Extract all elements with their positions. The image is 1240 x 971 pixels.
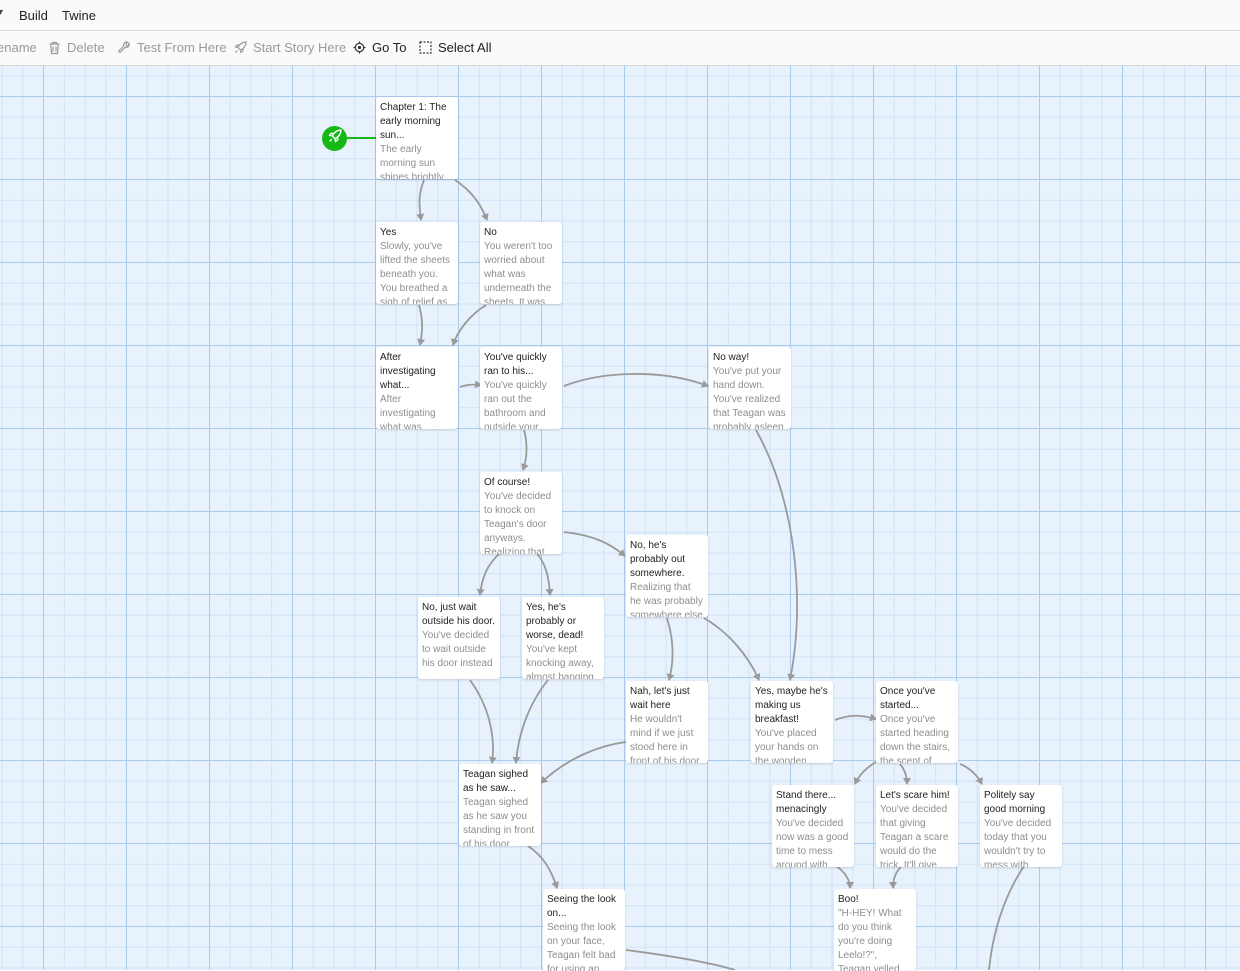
passage-card[interactable]: You've quickly ran to his... You've quic… [480, 347, 562, 429]
passage-excerpt: You've placed your hands on the wooden [755, 728, 819, 763]
menu-twine[interactable]: Twine [62, 8, 96, 23]
passage-card[interactable]: Once you've started... Once you've start… [876, 681, 958, 763]
test-from-here-button[interactable]: Test From Here [118, 40, 227, 55]
passage-excerpt: He wouldn't mind if we just stood here i… [630, 714, 700, 763]
passage-excerpt: You weren't too worried about what was u… [484, 241, 553, 304]
passage-card[interactable]: Boo! "H-HEY! What do you think you're do… [834, 889, 916, 971]
passage-title: Nah, let's just wait here [630, 686, 690, 711]
passage-card[interactable]: Seeing the look on... Seeing the look on… [543, 889, 625, 971]
passage-title: No, he's probably out somewhere. [630, 540, 686, 579]
passage-card[interactable]: No You weren't too worried about what wa… [480, 222, 562, 304]
passage-excerpt: You've decided to wait outside his door … [422, 630, 493, 669]
go-to-button[interactable]: Go To [353, 40, 406, 55]
passage-card[interactable]: Yes, he's probably or worse, dead! You'v… [522, 597, 604, 679]
passage-excerpt: The early morning sun shines brightly [380, 144, 444, 179]
passage-excerpt: Teagan sighed as he saw you standing in … [463, 797, 535, 846]
start-story-here-button[interactable]: Start Story Here [234, 40, 346, 55]
passage-card[interactable]: No, he's probably out somewhere. Realizi… [626, 535, 708, 617]
select-all-icon [419, 41, 432, 54]
passage-card[interactable]: No, just wait outside his door. You've d… [418, 597, 500, 679]
passage-card[interactable]: No way! You've put your hand down. You'v… [709, 347, 791, 429]
passage-card[interactable]: Chapter 1: The early morning sun... The … [376, 97, 458, 179]
passage-excerpt: You've kept knocking away, almost bangin… [526, 644, 594, 679]
start-story-badge [322, 126, 347, 151]
delete-label: Delete [67, 40, 105, 55]
passage-excerpt: You've put your hand down. You've realiz… [713, 366, 786, 429]
passage-title: No [484, 227, 497, 238]
passage-card[interactable]: Politely say good morning You've decided… [980, 785, 1062, 867]
passage-card[interactable]: Stand there... menacingly You've decided… [772, 785, 854, 867]
start-story-here-label: Start Story Here [253, 40, 347, 55]
passage-excerpt: You've decided today that you wouldn't t… [984, 818, 1052, 867]
menu-chevron-down-icon[interactable]: ▾ [0, 7, 4, 18]
top-menu-bar: ▾ Build Twine [0, 0, 1240, 31]
select-all-button[interactable]: Select All [419, 40, 491, 55]
rocket-icon [327, 129, 342, 148]
passage-title: Yes, maybe he's making us breakfast! [755, 686, 828, 725]
passage-title: You've quickly ran to his... [484, 352, 547, 377]
rename-label: ename [0, 40, 37, 55]
passage-title: Once you've started... [880, 686, 936, 711]
passage-card[interactable]: Nah, let's just wait here He wouldn't mi… [626, 681, 708, 763]
go-to-label: Go To [372, 40, 407, 55]
rename-button[interactable]: ename [0, 40, 37, 55]
passage-excerpt: You've quickly ran out the bathroom and … [484, 380, 547, 429]
delete-button[interactable]: Delete [48, 40, 105, 55]
passage-excerpt: Once you've started heading down the sta… [880, 714, 951, 763]
rocket-icon [234, 41, 247, 54]
passage-title: No way! [713, 352, 750, 363]
passage-card[interactable]: After investigating what... After invest… [376, 347, 458, 429]
passage-toolbar: ename Delete Test From Here Start Story … [0, 31, 1240, 66]
target-icon [353, 41, 366, 54]
passage-title: Yes [380, 227, 397, 238]
trash-icon [48, 41, 61, 55]
passage-title: Seeing the look on... [547, 894, 616, 919]
passage-title: Of course! [484, 477, 531, 488]
passage-card[interactable]: Of course! You've decided to knock on Te… [480, 472, 562, 554]
passage-title: Chapter 1: The early morning sun... [380, 102, 447, 141]
passage-card[interactable]: Yes Slowly, you've lifted the sheets ben… [376, 222, 458, 304]
passage-excerpt: Slowly, you've lifted the sheets beneath… [380, 241, 451, 304]
passage-excerpt: After investigating what was [380, 394, 436, 429]
passage-excerpt: You've decided to knock on Teagan's door… [484, 491, 552, 554]
passage-title: Teagan sighed as he saw... [463, 769, 529, 794]
passage-excerpt: You've decided now was a good time to me… [776, 818, 849, 867]
passage-title: Yes, he's probably or worse, dead! [526, 602, 584, 641]
select-all-label: Select All [438, 40, 492, 55]
passage-title: Politely say good morning [984, 790, 1046, 815]
passage-excerpt: You've decided that giving Teagan a scar… [880, 804, 949, 867]
passage-title: No, just wait outside his door. [422, 602, 495, 627]
passage-card[interactable]: Let's scare him! You've decided that giv… [876, 785, 958, 867]
test-from-here-label: Test From Here [137, 40, 227, 55]
passage-excerpt: "H-HEY! What do you think you're doing L… [838, 908, 902, 971]
passage-title: Stand there... menacingly [776, 790, 837, 815]
passage-title: Boo! [838, 894, 859, 905]
passage-excerpt: Realizing that he was probably somewhere… [630, 582, 703, 617]
passage-excerpt: Seeing the look on your face, Teagan fel… [547, 922, 616, 971]
passage-card[interactable]: Teagan sighed as he saw... Teagan sighed… [459, 764, 541, 846]
start-passage-connector [346, 137, 376, 139]
passage-card[interactable]: Yes, maybe he's making us breakfast! You… [751, 681, 833, 763]
passage-title: Let's scare him! [880, 790, 950, 801]
wrench-icon [118, 41, 131, 54]
passage-title: After investigating what... [380, 352, 436, 391]
menu-build[interactable]: Build [19, 8, 48, 23]
